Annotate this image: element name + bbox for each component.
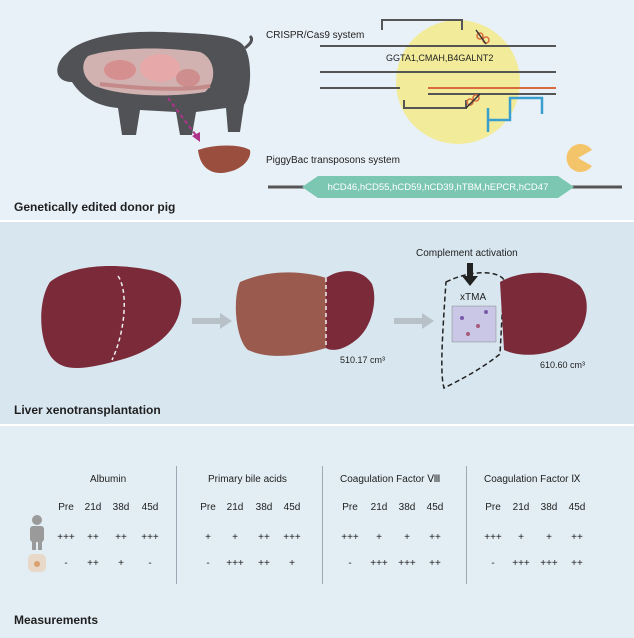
pig-illustration	[57, 31, 254, 136]
timepoint: 21d	[226, 502, 244, 513]
timepoint: 45d	[426, 502, 444, 513]
human-value: ++	[429, 532, 441, 543]
transgene-list: hCD46,hCD55,hCD59,hCD39,hTBM,hEPCR,hCD47	[327, 181, 549, 193]
human-icon	[30, 515, 44, 550]
human-value: +++	[341, 532, 359, 543]
timepoint: Pre	[200, 502, 216, 513]
timepoint: Pre	[58, 502, 74, 513]
pig-value: -	[348, 558, 352, 569]
transgene-bar: hCD46,hCD55,hCD59,hCD39,hTBM,hEPCR,hCD47	[318, 176, 558, 198]
human-value: ++	[115, 532, 127, 543]
divider	[176, 466, 177, 584]
arrow-right-icon	[394, 318, 422, 324]
human-value: +	[205, 532, 211, 543]
timepoint: 38d	[540, 502, 558, 513]
pig-value: -	[491, 558, 495, 569]
xenograft-liver	[441, 272, 587, 390]
crispr-label: CRISPR/Cas9 system	[266, 30, 365, 41]
pig-value: +	[289, 558, 295, 569]
crispr-circle	[396, 20, 520, 144]
divider	[466, 466, 467, 584]
complement-label: Complement activation	[416, 248, 518, 259]
human-value: +	[376, 532, 382, 543]
graft-liver	[235, 271, 375, 356]
human-value: +	[232, 532, 238, 543]
human-value: ++	[258, 532, 270, 543]
human-value: ++	[87, 532, 99, 543]
pacman-icon	[566, 144, 592, 172]
dashed-arrow	[167, 97, 199, 139]
xtma-histology	[451, 305, 497, 343]
human-value: +	[546, 532, 552, 543]
timepoint: 38d	[112, 502, 130, 513]
group-title-factor-viii: Coagulation Factor Ⅷ	[340, 474, 441, 485]
xtma-label: xTMA	[460, 292, 487, 303]
human-value: +++	[57, 532, 75, 543]
human-value: +	[404, 532, 410, 543]
group-title-factor-ix: Coagulation Factor Ⅸ	[484, 474, 581, 485]
group-title-bile-acids: Primary bile acids	[208, 474, 287, 485]
scissors-icon	[465, 93, 481, 109]
pig-value: +++	[226, 558, 244, 569]
pig-value: +++	[540, 558, 558, 569]
pig-value: +	[118, 558, 124, 569]
timepoint: Pre	[342, 502, 358, 513]
human-value: +++	[141, 532, 159, 543]
native-liver	[41, 266, 182, 369]
timepoint: Pre	[485, 502, 501, 513]
panel2-title: Liver xenotransplantation	[14, 403, 161, 417]
pig-value: ++	[87, 558, 99, 569]
panel-measurements	[0, 426, 634, 638]
pig-value: +++	[512, 558, 530, 569]
timepoint: 21d	[370, 502, 388, 513]
pig-face-icon	[28, 554, 46, 572]
timepoint: 21d	[84, 502, 102, 513]
pig-value: ++	[429, 558, 441, 569]
volume-1: 510.17 cm³	[340, 355, 386, 365]
human-value: ++	[571, 532, 583, 543]
piggybac-label: PiggyBac transposons system	[266, 155, 400, 166]
volume-2: 610.60 cm³	[540, 360, 586, 370]
pig-value: -	[148, 558, 152, 569]
group-title-albumin: Albumin	[90, 474, 127, 485]
human-value: +	[518, 532, 524, 543]
arrow-right-icon	[192, 318, 220, 324]
timepoint: 21d	[512, 502, 530, 513]
liver-icon	[198, 145, 251, 174]
panel3-title: Measurements	[14, 613, 99, 627]
pig-value: ++	[571, 558, 583, 569]
pig-value: -	[206, 558, 210, 569]
knockout-genes: GGTA1,CMAH,B4GALNT2	[386, 53, 494, 63]
pig-value: +++	[398, 558, 416, 569]
human-value: +++	[484, 532, 502, 543]
scissors-icon	[475, 29, 490, 45]
panel1-title: Genetically edited donor pig	[14, 200, 176, 214]
timepoint: 38d	[398, 502, 416, 513]
timepoint: 45d	[283, 502, 301, 513]
human-value: +++	[283, 532, 301, 543]
timepoint: 38d	[255, 502, 273, 513]
timepoint: 45d	[141, 502, 159, 513]
pig-value: ++	[258, 558, 270, 569]
arrow-down-icon	[467, 263, 473, 277]
pig-value: -	[64, 558, 68, 569]
timepoint: 45d	[568, 502, 586, 513]
divider	[322, 466, 323, 584]
pig-value: +++	[370, 558, 388, 569]
